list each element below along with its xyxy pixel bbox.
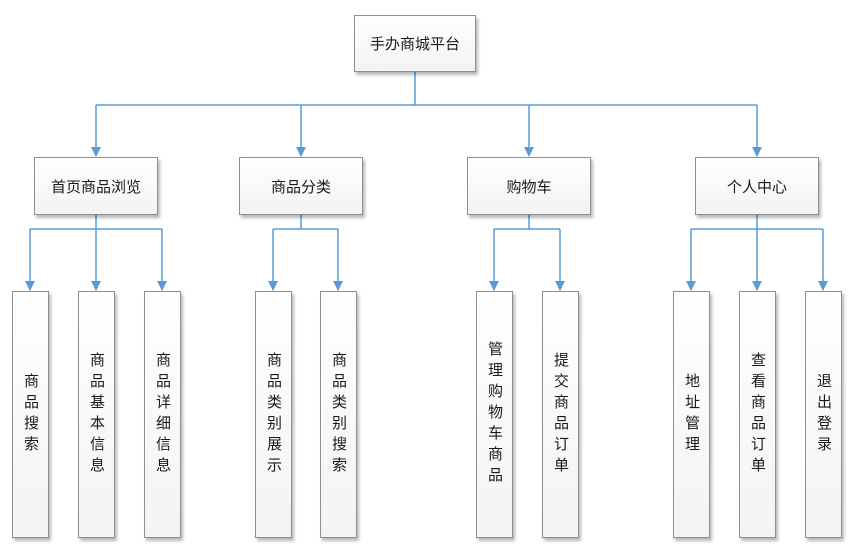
leaf-view-orders: 查看商品订单 [739,291,776,538]
leaf-label: 商品类别搜索 [330,351,348,478]
root-label: 手办商城平台 [369,35,460,53]
leaf-product-search: 商品搜索 [12,291,49,538]
category-label: 购物车 [506,177,552,196]
leaf-product-detail-info: 商品详细信息 [144,291,181,538]
leaf-logout: 退出登录 [805,291,842,538]
leaf-label: 地址管理 [683,372,701,457]
leaf-address-management: 地址管理 [673,291,710,538]
category-label: 首页商品浏览 [50,177,141,196]
leaf-manage-cart-items: 管理购物车商品 [476,291,513,538]
leaf-label: 退出登录 [815,372,833,457]
leaf-submit-order: 提交商品订单 [542,291,579,538]
category-home-browse: 首页商品浏览 [34,157,158,215]
category-product-classification: 商品分类 [239,157,363,215]
category-shopping-cart: 购物车 [467,157,591,215]
leaf-category-display: 商品类别展示 [255,291,292,538]
leaf-product-basic-info: 商品基本信息 [78,291,115,538]
leaf-label: 商品基本信息 [88,351,106,478]
leaf-label: 商品类别展示 [265,351,283,478]
leaf-label: 提交商品订单 [552,351,570,478]
leaf-label: 商品搜索 [22,372,40,457]
leaf-category-search: 商品类别搜索 [320,291,357,538]
category-personal-center: 个人中心 [695,157,819,215]
leaf-label: 商品详细信息 [154,351,172,478]
category-label: 个人中心 [726,177,787,196]
leaf-label: 查看商品订单 [749,351,767,478]
leaf-label: 管理购物车商品 [486,341,504,488]
root-node: 手办商城平台 [354,15,476,72]
category-label: 商品分类 [270,177,331,196]
